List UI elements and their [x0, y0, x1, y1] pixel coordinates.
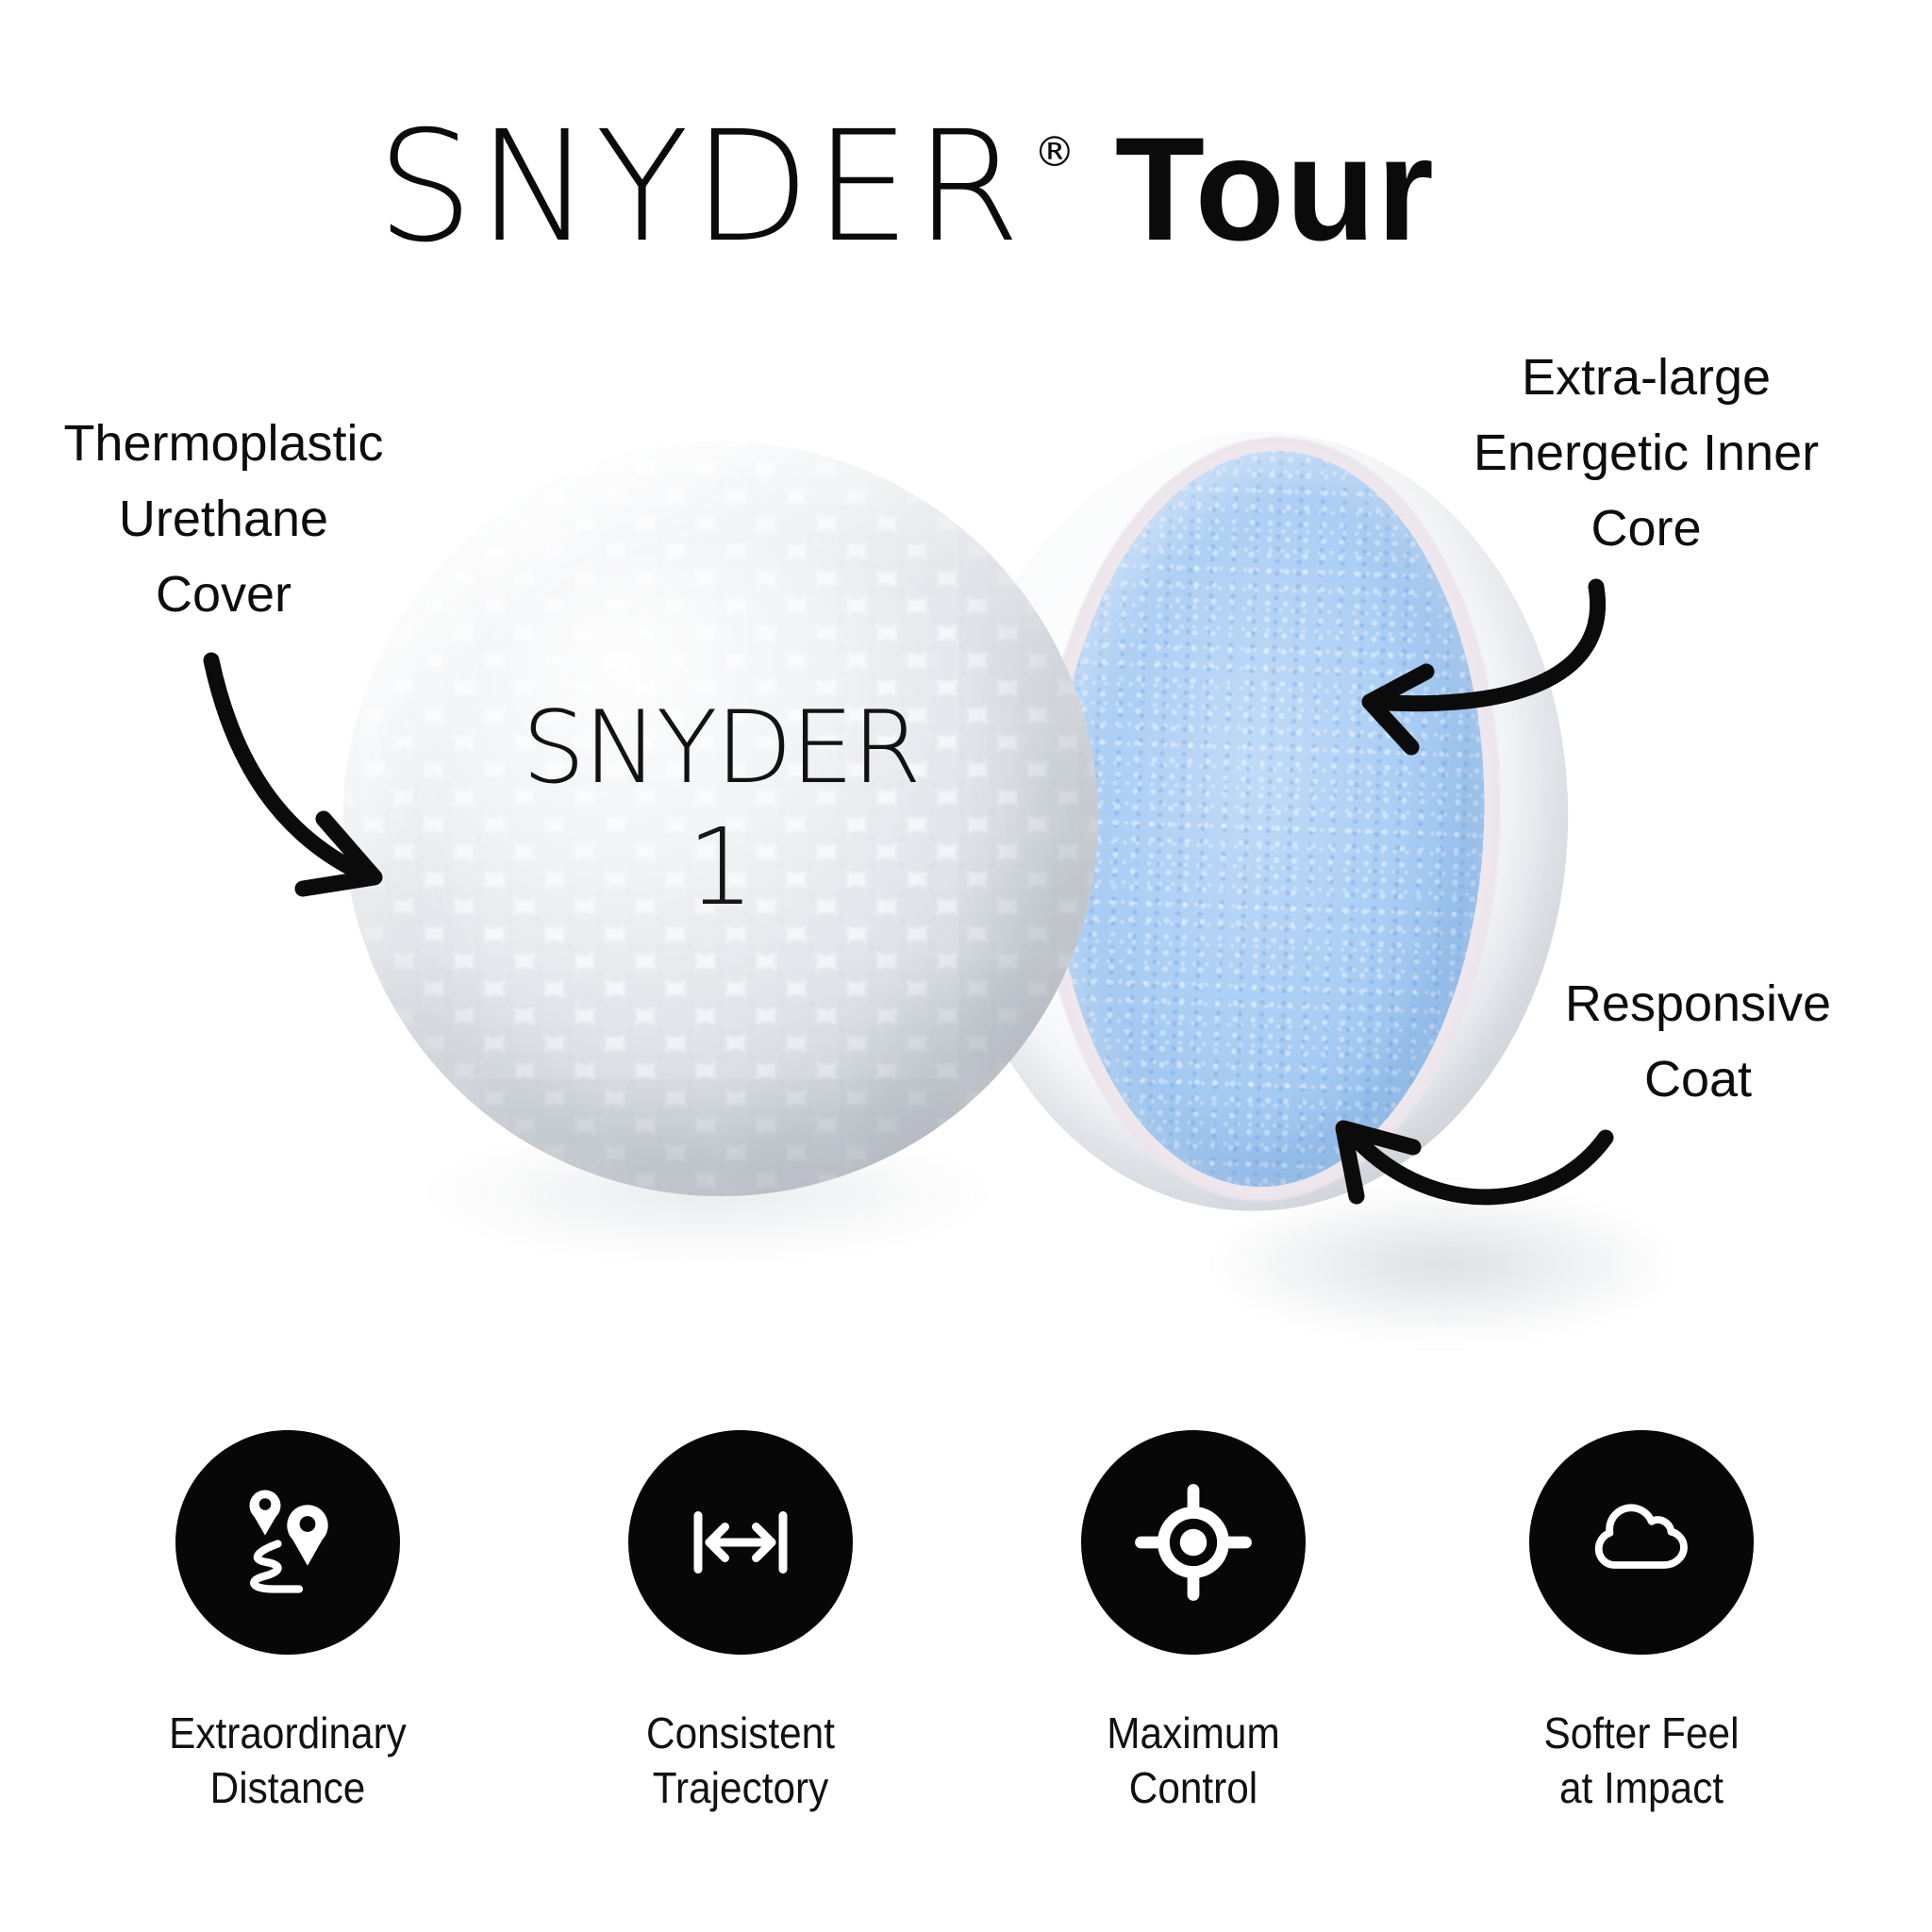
route-distance-icon	[249, 1490, 328, 1593]
cut-ball-shadow	[1198, 1184, 1689, 1344]
callout-core: Extra-large Energetic Inner Core	[1439, 340, 1854, 566]
callout-core-line: Extra-large	[1521, 349, 1772, 406]
feature-label-line: Consistent	[646, 1708, 835, 1757]
callout-coat-line: Responsive	[1564, 975, 1832, 1032]
feature-label-line: at Impact	[1558, 1763, 1724, 1812]
callout-cover-line: Thermoplastic	[63, 415, 384, 472]
feature-trajectory-label: Consistent Trajectory	[558, 1706, 923, 1815]
callout-core-line: Energetic Inner	[1473, 425, 1820, 481]
feature-label-line: Control	[1128, 1763, 1258, 1812]
feature-distance-label: Extraordinary Distance	[106, 1706, 470, 1815]
golf-ball: SNYDER 1	[343, 441, 1098, 1196]
feature-control-label: Maximum Control	[1011, 1706, 1375, 1815]
target-icon	[1135, 1484, 1252, 1601]
callout-cover-line: Urethane	[118, 491, 329, 547]
callout-coat-line: Coat	[1643, 1051, 1753, 1108]
feature-label-line: Distance	[209, 1763, 366, 1812]
feature-label-line: Maximum	[1107, 1708, 1280, 1757]
feature-label-line: Extraordinary	[169, 1708, 407, 1757]
feature-label-line: Softer Feel	[1543, 1708, 1740, 1757]
callout-coat: Responsive Coat	[1491, 966, 1906, 1117]
width-arrow-icon	[693, 1511, 788, 1574]
ball-number-text: 1	[687, 807, 755, 929]
ball-brand-text: SNYDER	[522, 690, 922, 806]
feature-trajectory	[628, 1430, 853, 1655]
cloud-icon	[1594, 1504, 1688, 1569]
header: SNYDER ® Tour	[0, 111, 1811, 264]
registered-trademark: ®	[1033, 128, 1075, 176]
model-name: Tour	[1114, 108, 1435, 272]
feature-control	[1081, 1430, 1306, 1655]
feature-feel-label: Softer Feel at Impact	[1459, 1706, 1824, 1815]
feature-label-line: Trajectory	[652, 1763, 829, 1812]
callout-core-line: Core	[1591, 500, 1702, 557]
callout-cover-line: Cover	[155, 566, 292, 623]
brand-logo: SNYDER	[376, 99, 1024, 276]
ball-print: SNYDER 1	[343, 441, 1098, 1196]
feature-distance	[175, 1430, 400, 1655]
feature-feel	[1529, 1430, 1754, 1655]
ball-shading	[343, 441, 1098, 1196]
callout-cover: Thermoplastic Urethane Cover	[11, 406, 436, 632]
